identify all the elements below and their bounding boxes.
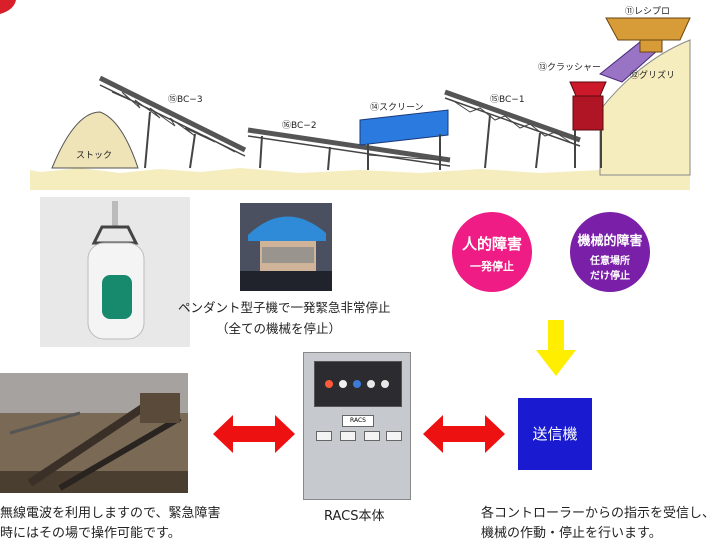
conveyor-bc3 <box>98 75 247 169</box>
label-grizzly: ⑫グリズリ <box>630 71 676 81</box>
racs-indicator-2 <box>339 380 347 388</box>
center-caption: RACS本体 <box>324 509 385 524</box>
reshipuro-unit <box>605 17 691 53</box>
conveyor-bc2 <box>247 127 451 171</box>
racs-button[interactable] <box>340 431 356 441</box>
right-caption-line2: 機械の作動・停止を行います。 <box>481 526 662 541</box>
machine-fault-title: 機械的障害 <box>577 234 643 249</box>
label-crusher: ⑬クラッシャー <box>538 63 602 73</box>
plant-illustration <box>0 0 691 190</box>
yellow-down-arrow-icon <box>536 320 576 376</box>
racs-button[interactable] <box>316 431 332 441</box>
human-fault-title: 人的障害 <box>461 235 522 253</box>
pendant-caption-line1: ペンダント型子機で一発緊急非常停止 <box>178 300 391 315</box>
human-fault-circle: 人的障害 一発停止 <box>452 212 532 292</box>
transmitter-box: 送信機 <box>518 398 592 470</box>
plant-diagram: ⑪レシプロ ⑫グリズリ ⑬クラッシャー ⑮BC−1 ⑭スクリーン ⑯BC−2 ⑮… <box>0 0 720 190</box>
racs-button[interactable] <box>386 431 402 441</box>
racs-indicator-4 <box>367 380 375 388</box>
conveyor-bc1 <box>444 89 581 169</box>
right-caption-line1: 各コントローラーからの指示を受信し、 <box>481 506 716 521</box>
human-fault-subtitle: 一発停止 <box>470 260 514 273</box>
machine-fault-circle: 機械的障害 任意場所 だけ停止 <box>570 212 650 292</box>
ground-strip <box>30 168 690 190</box>
racs-button-row-1 <box>316 431 402 441</box>
left-double-arrow-icon <box>213 415 295 453</box>
label-reshipuro: ⑪レシプロ <box>625 7 671 17</box>
worker-photo <box>240 203 332 291</box>
racs-tag: RACS <box>342 415 374 427</box>
crusher-unit <box>569 81 607 168</box>
left-caption-line1: 無線電波を利用しますので、緊急障害 <box>0 506 221 521</box>
label-screen: ⑭スクリーン <box>370 103 424 113</box>
racs-indicator-1 <box>325 380 333 388</box>
stock-pile <box>51 111 139 169</box>
racs-panel: RACS <box>303 352 411 500</box>
pendant-caption-line2: （全ての機械を停止） <box>216 321 342 336</box>
racs-display-box <box>314 361 402 407</box>
label-stock: ストック <box>76 151 113 161</box>
worker-helmet-icon <box>240 203 332 291</box>
label-bc3: ⑮BC−3 <box>168 95 203 105</box>
screen-unit <box>359 109 449 170</box>
site-photo <box>0 373 188 493</box>
transmitter-label: 送信機 <box>532 425 578 443</box>
racs-button[interactable] <box>364 431 380 441</box>
label-bc2: ⑯BC−2 <box>282 121 317 131</box>
machine-fault-subtitle-line1: 任意場所 <box>590 256 630 267</box>
pendant-photo <box>40 197 190 347</box>
conveyor-site-image <box>0 373 188 493</box>
corner-blob <box>0 0 16 14</box>
machine-fault-subtitle-line2: だけ停止 <box>590 271 630 282</box>
racs-indicator-3 <box>353 380 361 388</box>
right-double-arrow-icon <box>423 415 505 453</box>
left-caption-line2: 時にはその場で操作可能です。 <box>0 526 181 541</box>
label-bc1: ⑮BC−1 <box>490 95 525 105</box>
pendant-device-icon <box>87 201 145 340</box>
racs-indicator-5 <box>381 380 389 388</box>
